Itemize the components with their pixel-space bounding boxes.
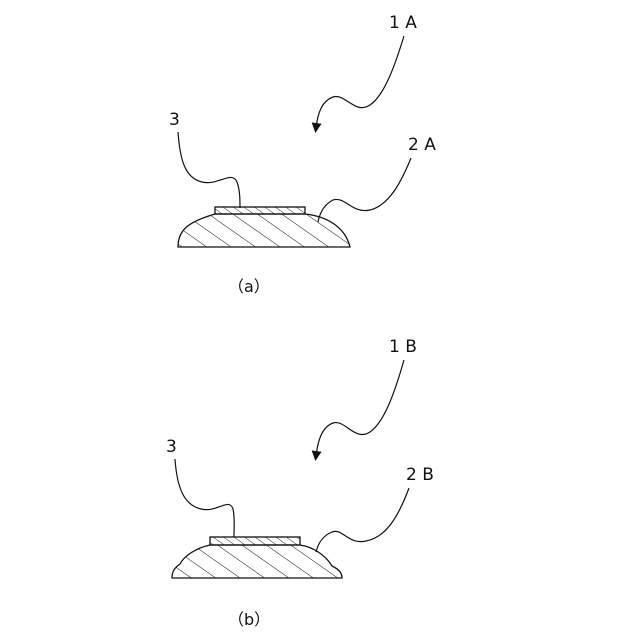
assembly-label-1b: 1 B: [389, 337, 417, 357]
chip-leader-a: [178, 132, 240, 208]
chip-label-3-a: 3: [169, 110, 180, 130]
chip-leader-b: [175, 459, 234, 537]
base-label-2a: 2 A: [408, 135, 436, 155]
base-2a: [178, 214, 350, 247]
chip-3-b: [210, 537, 300, 545]
chip-3-a: [215, 207, 305, 214]
chip-label-3-b: 3: [166, 437, 177, 457]
assembly-label-1a: 1 A: [389, 13, 417, 33]
caption-a: （a）: [228, 277, 270, 296]
base-label-2b: 2 B: [406, 465, 434, 485]
assembly-leader-arrow-1b: [316, 360, 404, 456]
assembly-leader-arrow-1a: [316, 36, 404, 128]
base-leader-2a: [318, 158, 411, 222]
caption-b: （b）: [228, 610, 270, 629]
figure-a: 1 A 3 2 A （a）: [169, 13, 436, 296]
base-leader-2b: [316, 488, 409, 552]
figure-b: 1 B 3 2 B （b）: [166, 337, 434, 629]
